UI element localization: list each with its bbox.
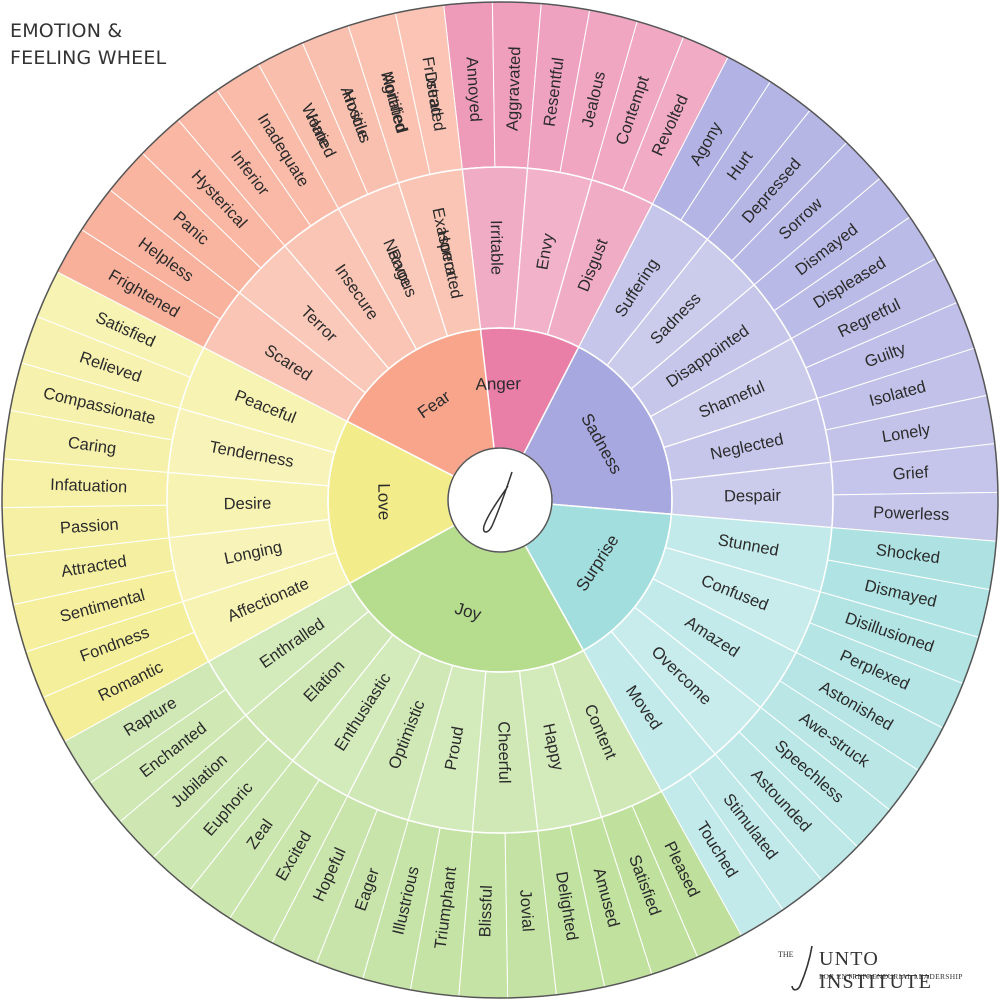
center-j-glyph	[482, 471, 513, 533]
tertiary-emotion-grief-label: Grief	[892, 463, 929, 483]
secondary-emotion-cheerful-label: Cheerful	[494, 721, 513, 784]
tertiary-emotion-aggravated-label: Aggravated	[503, 46, 524, 131]
logo-prefix: THE	[778, 950, 794, 959]
title-line-1: EMOTION &	[10, 20, 123, 42]
logo-tagline: FOR ENTREPRENEURIAL LEADERSHIP	[819, 972, 963, 981]
ring-outline-1	[327, 327, 673, 673]
tertiary-emotion-powerless-label: Powerless	[873, 504, 950, 525]
tertiary-emotion-jovial-label: Jovial	[516, 889, 537, 932]
title-line-2: FEELING WHEEL	[10, 47, 167, 69]
tertiary-emotion-infatuation-label: Infatuation	[50, 476, 128, 497]
tertiary-emotion-blissful-label: Blissful	[476, 885, 496, 938]
junto-institute-logo: THE UNTO INSTITUTE FOR ENTREPRENEURIAL L…	[778, 945, 993, 994]
secondary-emotion-despair-label: Despair	[724, 487, 782, 506]
ring-outline-2	[166, 166, 834, 834]
secondary-emotion-irritable-label: Irritable	[487, 220, 506, 275]
core-emotion-love-label: Love	[374, 483, 394, 520]
core-emotion-anger-label: Anger	[475, 374, 521, 394]
secondary-emotion-desire-label: Desire	[224, 494, 272, 513]
tertiary-emotion-passion-label: Passion	[59, 516, 119, 538]
tertiary-emotion-annoyed-label: Annoyed	[462, 56, 484, 122]
page-title: EMOTION & FEELING WHEEL	[10, 18, 166, 72]
center-hub	[447, 447, 553, 553]
logo-j-glyph	[791, 945, 813, 991]
logo-name: UNTO INSTITUTE	[819, 948, 932, 993]
secondary-emotions-ring	[166, 166, 834, 834]
